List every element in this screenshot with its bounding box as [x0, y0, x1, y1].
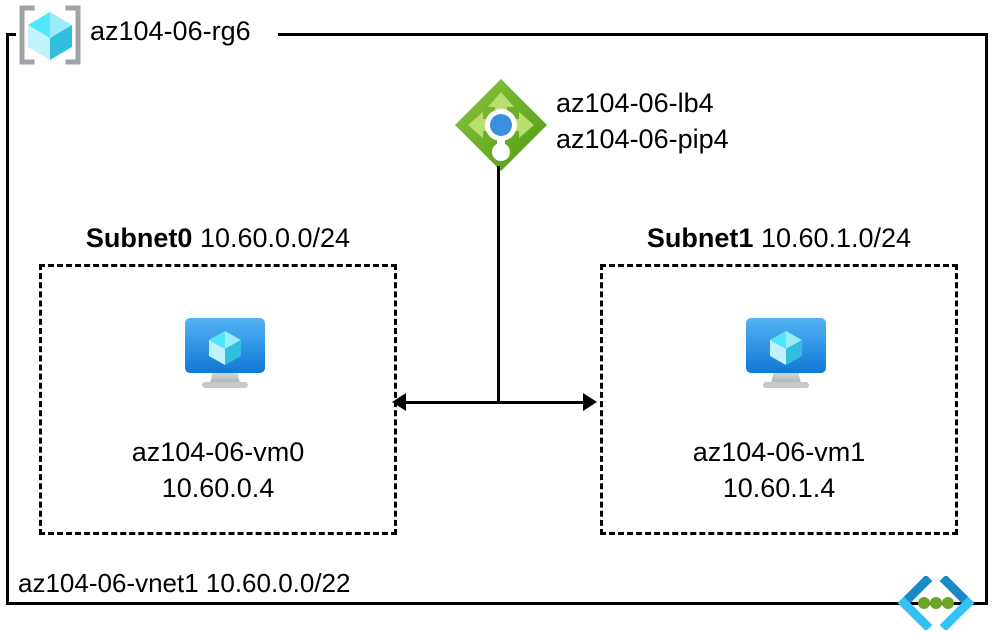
- load-balancer-name: az104-06-lb4: [556, 88, 714, 118]
- virtual-network-icon: [893, 574, 979, 632]
- arrow-head-right-icon: [583, 393, 597, 411]
- vm-name-vm0: az104-06-vm0: [131, 437, 305, 467]
- subnet-box-subnet0: [39, 264, 397, 535]
- public-ip-name: az104-06-pip4: [556, 124, 729, 154]
- load-balancer-labels: az104-06-lb4 az104-06-pip4: [556, 85, 729, 157]
- vm-name-vm1: az104-06-vm1: [692, 437, 866, 467]
- subnet-connector-line: [398, 401, 590, 404]
- resource-group-border-top-right: [278, 33, 988, 36]
- resource-group-border-left: [6, 33, 9, 605]
- resource-group-border-top-left: [6, 33, 16, 36]
- subnet-box-subnet1: [600, 264, 958, 535]
- vm-ip-vm0: 10.60.0.4: [161, 473, 275, 503]
- subnet-cidr-subnet1: 10.60.1.0/24: [760, 223, 912, 253]
- vnet-label: az104-06-vnet1 10.60.0.0/22: [18, 568, 351, 598]
- vm-ip-vm1: 10.60.1.4: [722, 473, 836, 503]
- resource-group-border-bottom: [6, 602, 988, 605]
- subnet-name-subnet1: Subnet1: [646, 223, 754, 253]
- resource-group-cube-icon: [16, 4, 84, 66]
- resource-group-label: az104-06-rg6: [90, 16, 251, 46]
- subnet-title-subnet0: Subnet0 10.60.0.0/24: [39, 221, 397, 255]
- resource-group-border-right: [985, 33, 988, 605]
- vm-labels-vm0: az104-06-vm0 10.60.0.4: [39, 434, 397, 506]
- subnet-title-subnet1: Subnet1 10.60.1.0/24: [600, 221, 958, 255]
- subnet-cidr-subnet0: 10.60.0.0/24: [199, 223, 351, 253]
- vm-labels-vm1: az104-06-vm1 10.60.1.4: [600, 434, 958, 506]
- virtual-machine-icon: [180, 313, 270, 391]
- load-balancer-connector-line: [497, 166, 500, 402]
- subnet-name-subnet0: Subnet0: [85, 223, 193, 253]
- virtual-machine-icon: [741, 313, 831, 391]
- load-balancer-icon: [452, 76, 550, 174]
